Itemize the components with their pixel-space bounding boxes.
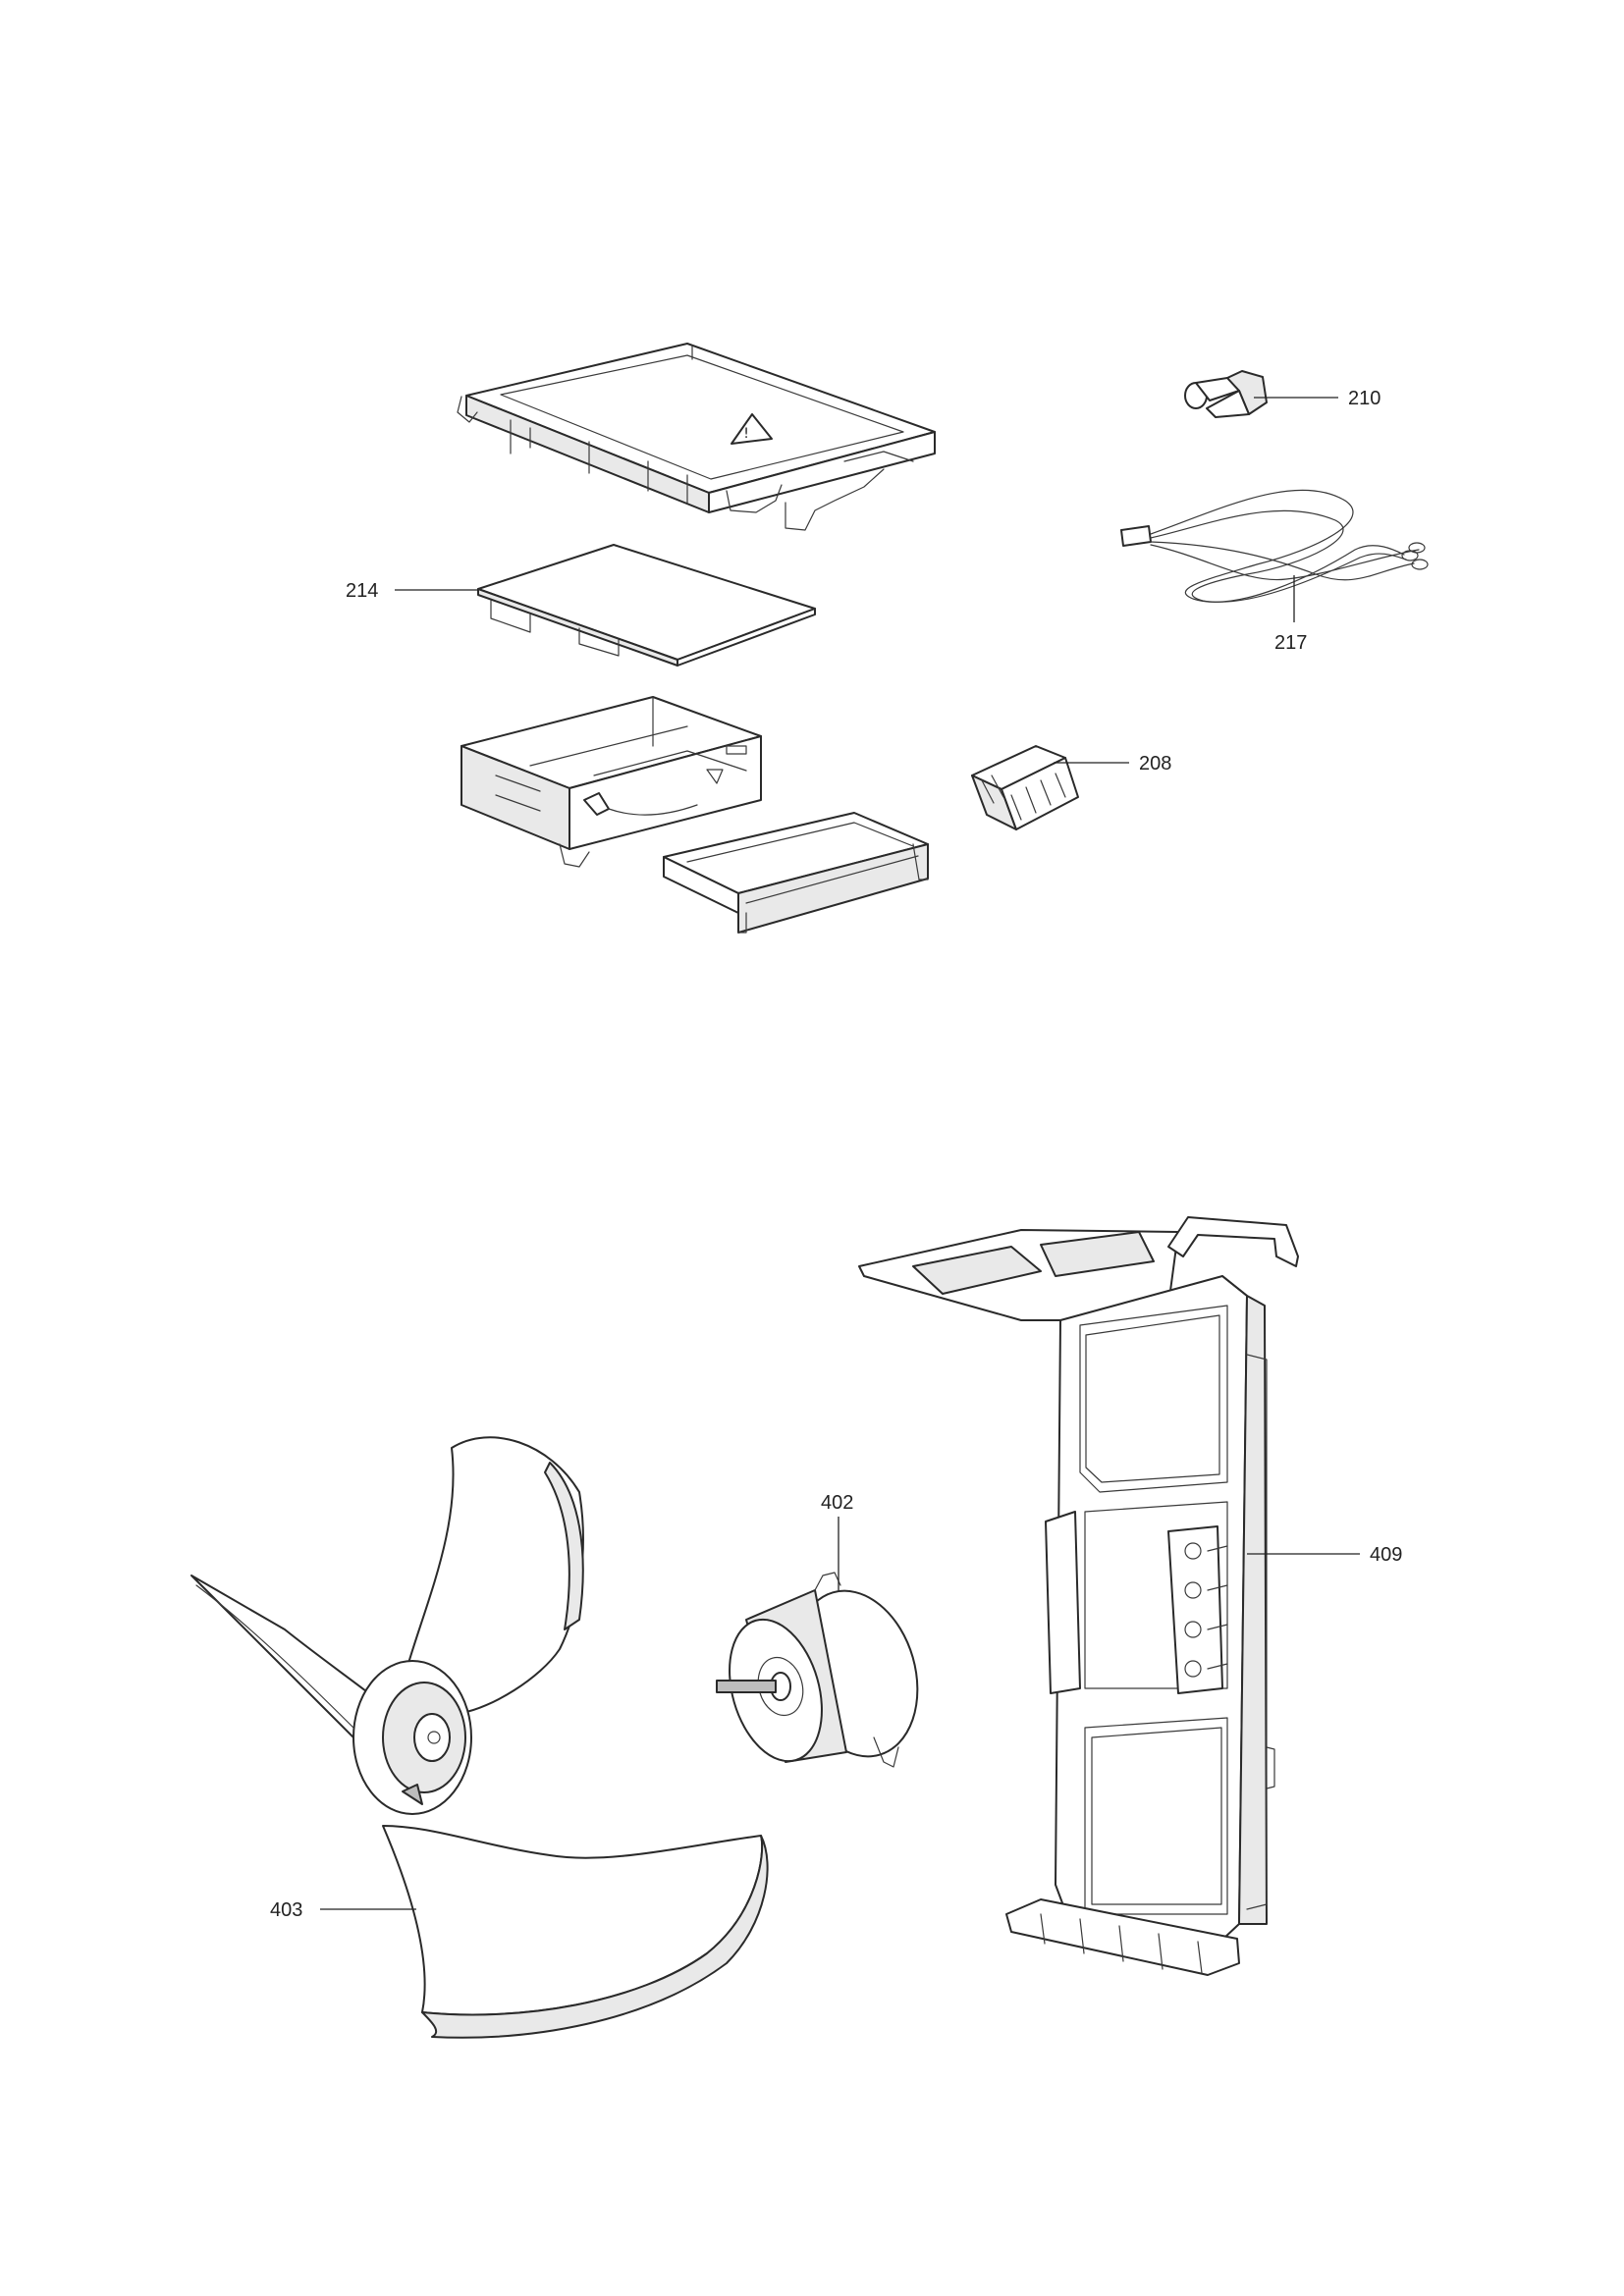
label-409: 409	[1247, 1544, 1402, 1566]
svg-text:210: 210	[1348, 388, 1380, 409]
label-208: 208	[1054, 753, 1171, 774]
label-403: 403	[270, 1899, 416, 1921]
label-214: 214	[346, 580, 478, 602]
svg-text:409: 409	[1370, 1544, 1402, 1566]
fan-motor	[716, 1572, 919, 1768]
label-210: 210	[1254, 388, 1380, 409]
label-402: 402	[821, 1492, 853, 1590]
svg-text:403: 403	[270, 1899, 302, 1921]
svg-text:402: 402	[821, 1492, 853, 1514]
electrical-box-tray	[460, 696, 762, 868]
fuse-part	[1184, 370, 1268, 418]
svg-text:208: 208	[1139, 753, 1171, 774]
control-box-cover: !	[457, 343, 936, 531]
wire-harness	[1120, 489, 1429, 603]
pcb-board	[477, 544, 816, 667]
terminal-block	[971, 745, 1079, 830]
svg-text:217: 217	[1274, 632, 1307, 654]
svg-text:!: !	[743, 426, 749, 442]
svg-text:214: 214	[346, 580, 378, 602]
motor-support-bracket	[858, 1216, 1299, 1976]
label-217: 217	[1274, 575, 1307, 654]
terminal-cover	[663, 812, 929, 934]
propeller-fan	[190, 1436, 769, 2039]
